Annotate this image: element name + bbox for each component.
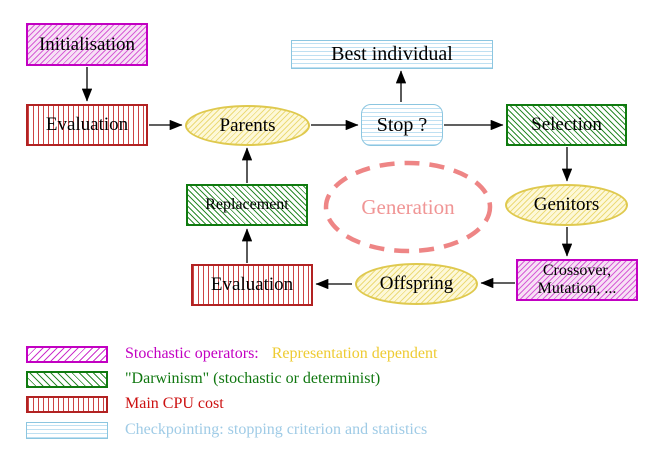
generation-label: Generation	[361, 195, 455, 219]
node-replacement-label: Replacement	[205, 196, 289, 213]
legend-row-darwinism: "Darwinism" (stochastic or determinist)	[26, 370, 380, 388]
legend-label-stochastic: Stochastic operators:	[125, 345, 259, 362]
legend-label-darwinism: "Darwinism" (stochastic or determinist)	[125, 370, 381, 387]
node-initialisation-label: Initialisation	[38, 33, 136, 55]
node-parents-label: Parents	[219, 114, 276, 136]
node-evaluation-bottom-label: Evaluation	[210, 274, 294, 295]
node-evaluation-bottom: Evaluation	[191, 264, 313, 306]
node-selection: Selection	[506, 104, 627, 146]
legend-swatch-cyan-lines	[26, 421, 108, 439]
node-evaluation-top: Evaluation	[26, 104, 148, 146]
node-crossover-label-line1: Crossover,	[542, 262, 612, 279]
node-parents: Parents	[185, 105, 310, 146]
legend-swatch-red-lines	[26, 395, 108, 413]
node-genitors: Genitors	[505, 184, 628, 226]
legend-row-stochastic: Stochastic operators: Representation dep…	[26, 345, 437, 363]
legend-label-checkpointing: Checkpointing: stopping criterion and st…	[125, 421, 428, 438]
node-genitors-label: Genitors	[533, 194, 600, 215]
legend-swatch-magenta-hatch	[26, 345, 108, 363]
legend-row-checkpointing: Checkpointing: stopping criterion and st…	[26, 421, 427, 439]
node-stop-label: Stop ?	[376, 113, 428, 136]
node-best-individual: Best individual	[291, 40, 493, 69]
legend-label-cpu-cost: Main CPU cost	[125, 395, 224, 412]
legend-row-cpu-cost: Main CPU cost	[26, 395, 224, 413]
node-selection-label: Selection	[531, 114, 602, 135]
legend-label-representation: Representation dependent	[271, 345, 438, 362]
legend-swatch-green-hatch	[26, 370, 108, 388]
node-stop: Stop ?	[361, 104, 443, 146]
node-initialisation: Initialisation	[26, 23, 148, 66]
node-crossover-label-line2: Mutation, ...	[537, 280, 617, 297]
node-best-individual-label: Best individual	[331, 43, 453, 65]
node-replacement: Replacement	[186, 184, 308, 226]
node-crossover-mutation: Crossover, Mutation, ...	[516, 259, 638, 301]
node-offspring-label: Offspring	[379, 273, 454, 294]
node-evaluation-top-label: Evaluation	[45, 114, 129, 135]
node-offspring: Offspring	[355, 263, 478, 305]
